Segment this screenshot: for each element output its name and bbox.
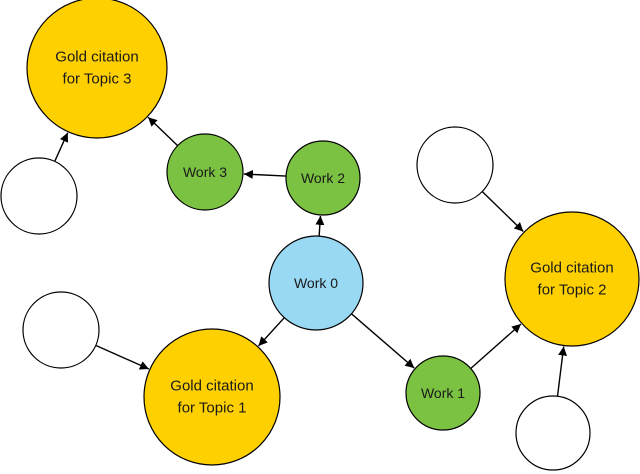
node-work3-circle [166, 133, 244, 211]
node-work2-label-line-1: Work 2 [301, 170, 345, 186]
edge-empty-d-to-gold2 [556, 346, 568, 397]
node-gold2-label-line-1: Gold citation [530, 260, 613, 277]
node-gold2-label-line-2: for Topic 2 [538, 282, 607, 299]
edge-empty-a-to-gold3 [54, 132, 69, 162]
node-gold3-circle [26, 0, 168, 139]
node-work2-circle [285, 140, 361, 216]
node-empty-a [0, 157, 78, 235]
node-work3-label-line-1: Work 3 [183, 164, 227, 180]
node-work1-label-line-1: Work 1 [421, 385, 465, 401]
node-gold2-circle [504, 211, 640, 347]
edge-empty-b-to-gold2 [481, 190, 524, 233]
edges-layer [54, 116, 568, 397]
node-work0-circle [268, 235, 364, 331]
node-gold1: Gold citation for Topic 1 [143, 328, 281, 466]
node-empty-d [515, 395, 591, 471]
node-work1-circle [405, 355, 481, 431]
node-empty-c-circle [22, 291, 100, 369]
node-gold3-label-line-2: for Topic 3 [63, 71, 132, 88]
node-work1: Work 1 [405, 355, 481, 431]
node-gold1-circle [143, 328, 281, 466]
node-gold1-label-line-2: for Topic 1 [178, 400, 247, 417]
node-gold3: Gold citation for Topic 3 [26, 0, 168, 139]
node-work3: Work 3 [166, 133, 244, 211]
edge-work0-to-work1 [351, 313, 415, 369]
edge-work1-to-gold2 [470, 323, 522, 370]
node-gold3-label-line-1: Gold citation [55, 49, 138, 66]
node-empty-c [22, 291, 100, 369]
node-work0-label-line-1: Work 0 [294, 275, 338, 291]
edge-work3-to-gold3 [147, 116, 179, 147]
node-empty-a-circle [0, 157, 78, 235]
node-gold1-label-line-1: Gold citation [170, 378, 253, 395]
edge-work2-to-work3 [243, 169, 287, 179]
edge-work0-to-gold1 [257, 317, 285, 347]
node-gold2: Gold citation for Topic 2 [504, 211, 640, 347]
node-empty-b-circle [416, 126, 494, 204]
edge-empty-c-to-gold1 [95, 344, 150, 370]
node-work0: Work 0 [268, 235, 364, 331]
node-work2: Work 2 [285, 140, 361, 216]
node-empty-d-circle [515, 395, 591, 471]
edge-work0-to-work2 [315, 215, 325, 237]
node-empty-b [416, 126, 494, 204]
